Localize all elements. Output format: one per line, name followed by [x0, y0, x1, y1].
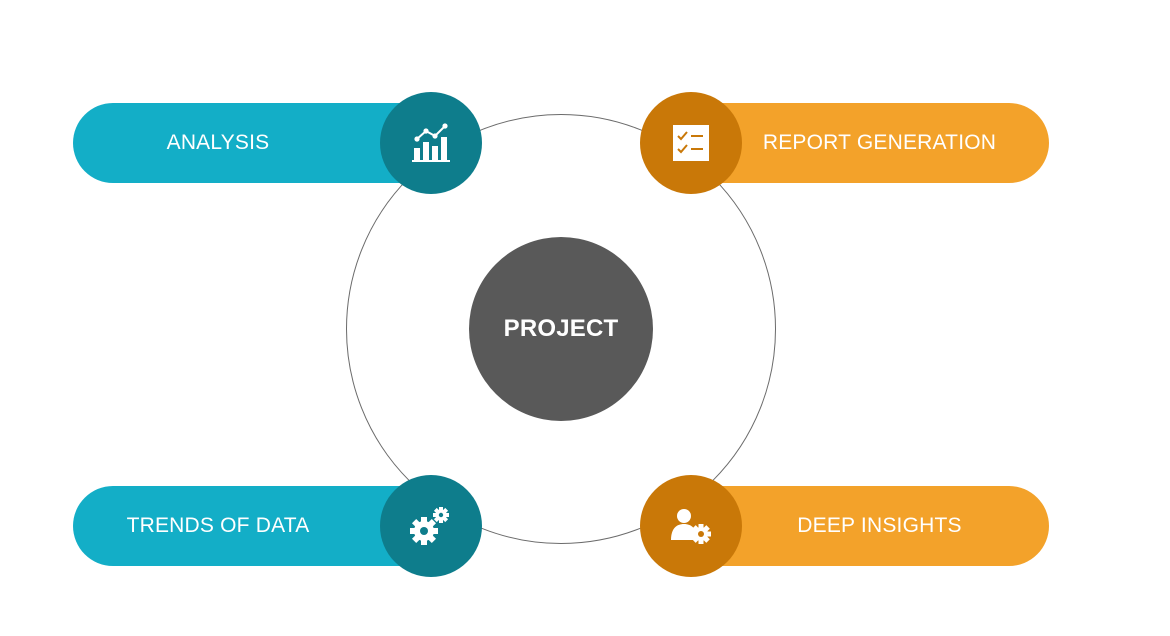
report-generation-badge — [640, 92, 742, 194]
project-ring — [346, 114, 776, 544]
analysis-badge — [380, 92, 482, 194]
trends-of-data-badge — [380, 475, 482, 577]
bar-chart-icon — [411, 123, 451, 163]
project-label: PROJECT — [503, 315, 619, 342]
user-gear-icon — [670, 506, 712, 546]
deep-insights-badge — [640, 475, 742, 577]
report-generation-label: REPORT GENERATION — [762, 131, 997, 154]
trends-of-data-label: TRENDS OF DATA — [126, 514, 310, 537]
deep-insights-label: DEEP INSIGHTS — [797, 514, 962, 537]
gears-icon — [410, 506, 452, 546]
analysis-label: ANALYSIS — [166, 131, 270, 154]
checklist-icon — [672, 124, 710, 162]
project-center: PROJECT — [469, 237, 653, 421]
